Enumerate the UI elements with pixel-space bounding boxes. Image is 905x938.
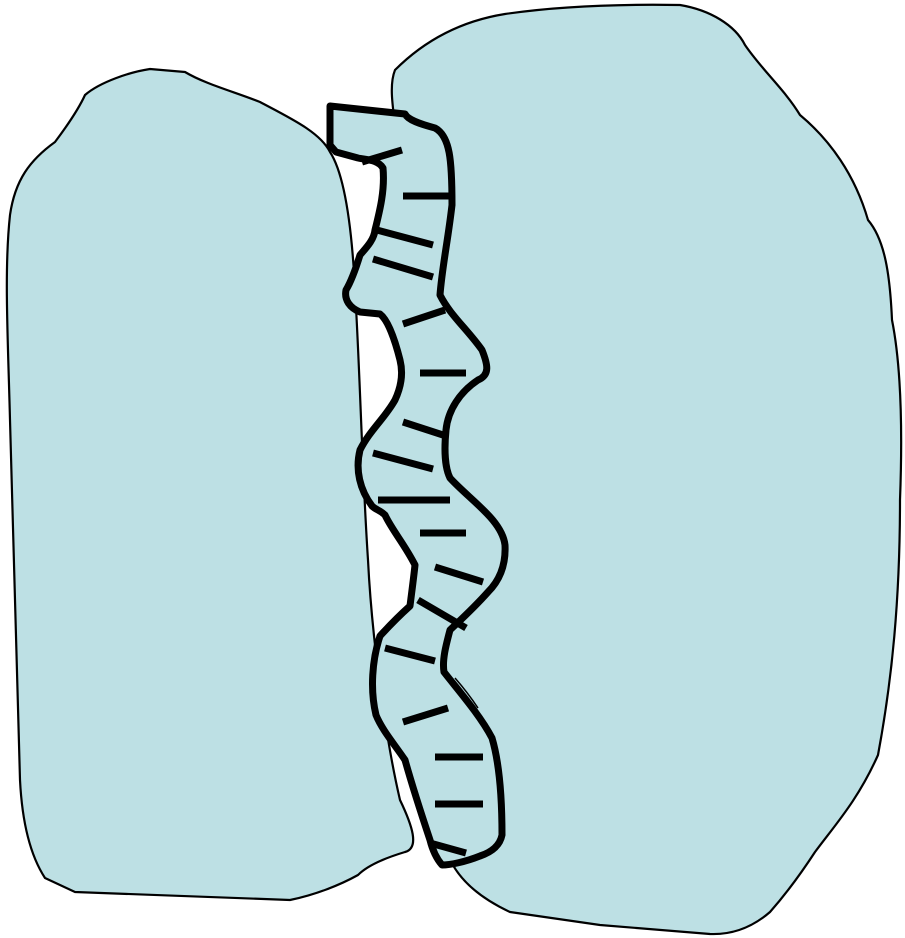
- left-blob: [7, 69, 413, 900]
